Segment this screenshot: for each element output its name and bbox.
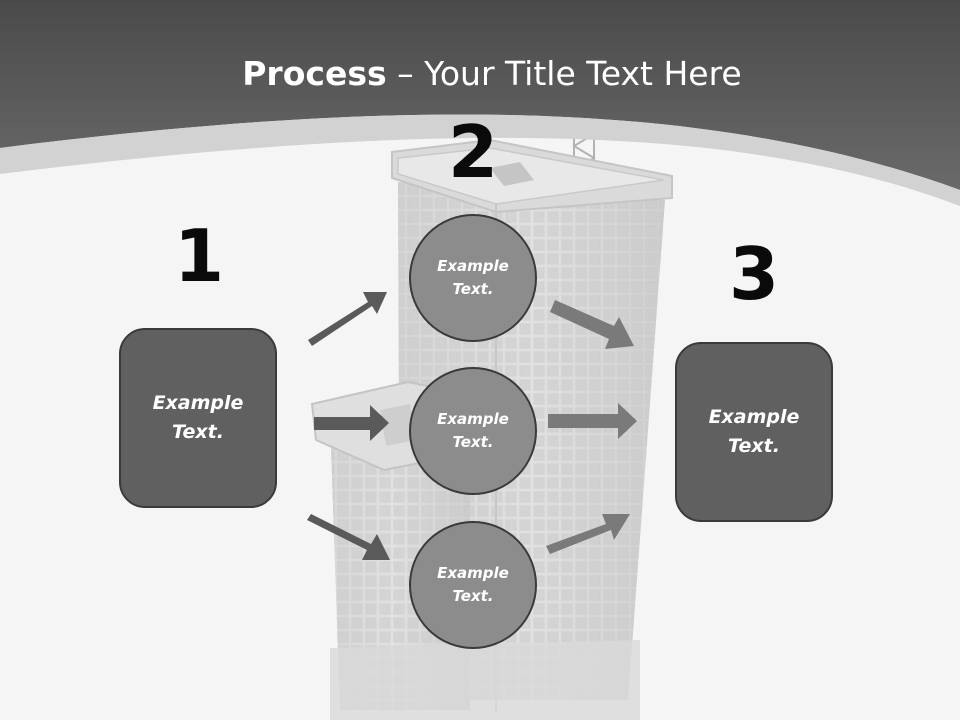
arrow-icon xyxy=(314,405,389,441)
title-rest: – Your Title Text Here xyxy=(386,54,742,93)
step-number-1: 1 xyxy=(173,214,225,298)
circle-line1: Example xyxy=(437,410,509,428)
arrows xyxy=(307,292,637,560)
circle-line2: Text. xyxy=(452,280,494,298)
right-text-box: Example Text. xyxy=(675,342,833,522)
circle-line2: Text. xyxy=(452,433,494,451)
slide-title: Process – Your Title Text Here xyxy=(0,52,960,96)
title-bold: Process xyxy=(242,54,387,93)
circle-bottom: Example Text. xyxy=(409,521,537,649)
right-box-line1: Example xyxy=(708,406,800,428)
left-text-box: Example Text. xyxy=(119,328,277,508)
circle-top: Example Text. xyxy=(409,214,537,342)
arrow-icon xyxy=(307,514,390,560)
step-number-2: 2 xyxy=(447,110,499,194)
arrow-icon xyxy=(548,403,637,439)
circle-middle: Example Text. xyxy=(409,367,537,495)
arrow-icon xyxy=(550,300,634,349)
circle-line2: Text. xyxy=(452,587,494,605)
arrow-icon xyxy=(546,514,630,554)
header-swoosh xyxy=(0,114,960,206)
arrow-icon xyxy=(308,292,387,346)
right-box-line2: Text. xyxy=(728,435,780,457)
left-box-line1: Example xyxy=(152,392,244,414)
header-band xyxy=(0,0,960,190)
left-box-line2: Text. xyxy=(172,421,224,443)
step-number-3: 3 xyxy=(728,232,780,316)
circle-line1: Example xyxy=(437,257,509,275)
circle-line1: Example xyxy=(437,564,509,582)
